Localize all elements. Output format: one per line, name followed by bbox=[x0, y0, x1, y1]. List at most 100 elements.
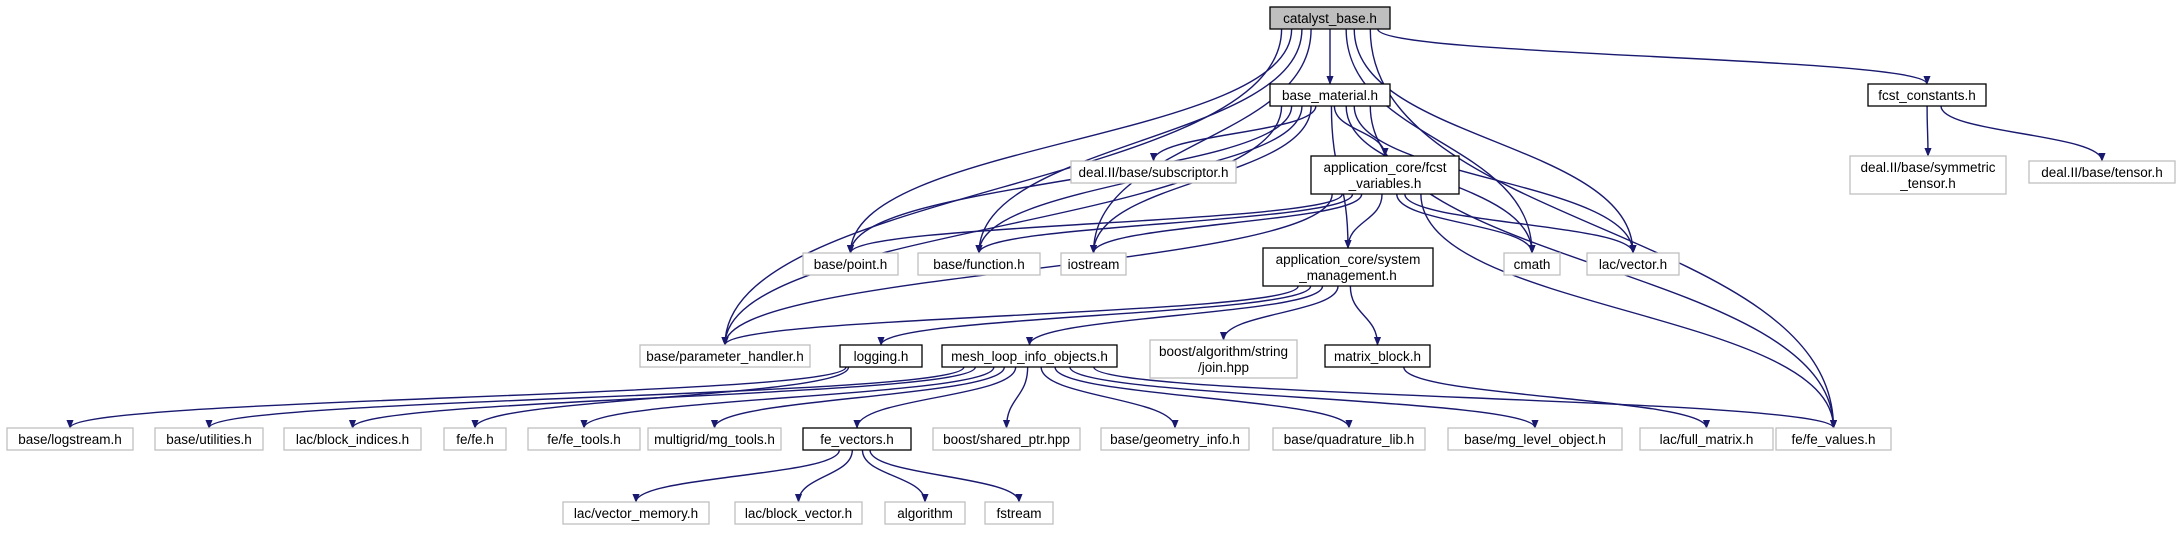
edge-app_system_management-to-mesh_loop_info_objects bbox=[1025, 285, 1324, 346]
node-label: base/logstream.h bbox=[18, 432, 122, 447]
node-box bbox=[802, 427, 912, 451]
edge-arrow bbox=[1025, 285, 1324, 346]
edge-arrow bbox=[846, 28, 1293, 254]
node-box bbox=[1849, 155, 2007, 195]
edge-mesh_loop_info_objects-to-fe_vectors bbox=[853, 366, 1017, 429]
node-label: base/function.h bbox=[933, 257, 1025, 272]
node-box bbox=[154, 427, 264, 451]
node-label: /join.hpp bbox=[1198, 360, 1249, 375]
node-box bbox=[1269, 83, 1391, 107]
edge-catalyst_base-to-fe_fe_values bbox=[1369, 28, 1838, 429]
edge-mesh_loop_info_objects-to-base_utilities bbox=[205, 366, 965, 429]
node-logging[interactable]: logging.h bbox=[839, 344, 923, 368]
node-label: fe/fe_tools.h bbox=[547, 432, 621, 447]
node-label: multigrid/mg_tools.h bbox=[654, 432, 775, 447]
edge-arrow bbox=[205, 366, 965, 429]
edge-app_fcst_variables-to-lac_vector bbox=[1404, 193, 1637, 254]
node-box bbox=[884, 501, 966, 525]
node-box bbox=[6, 427, 134, 451]
edge-mesh_loop_info_objects-to-base_geometry_info bbox=[1040, 366, 1179, 429]
node-lac_vector_memory: lac/vector_memory.h bbox=[562, 501, 710, 525]
node-fe_vectors[interactable]: fe_vectors.h bbox=[802, 427, 912, 451]
node-label: fcst_constants.h bbox=[1878, 88, 1976, 103]
edge-arrow bbox=[1353, 28, 1637, 254]
edge-arrow bbox=[1420, 193, 1838, 429]
edge-app_system_management-to-base_parameter_handler bbox=[721, 285, 1299, 346]
edge-arrow bbox=[1002, 366, 1029, 429]
node-matrix_block[interactable]: matrix_block.h bbox=[1324, 344, 1431, 368]
node-base_material[interactable]: base_material.h bbox=[1269, 83, 1391, 107]
node-label: lac/block_vector.h bbox=[745, 506, 852, 521]
node-iostream: iostream bbox=[1060, 252, 1127, 276]
node-label: base_material.h bbox=[1282, 88, 1378, 103]
node-fe_fe_values: fe/fe_values.h bbox=[1775, 427, 1892, 451]
node-label: boost/algorithm/string bbox=[1159, 344, 1288, 359]
edge-fe_vectors-to-lac_vector_memory bbox=[632, 449, 841, 503]
edge-arrow bbox=[1344, 193, 1383, 249]
node-label: deal.II/base/subscriptor.h bbox=[1078, 165, 1228, 180]
node-label: cmath bbox=[1514, 257, 1551, 272]
node-box bbox=[1639, 427, 1774, 451]
node-box bbox=[2028, 160, 2176, 184]
edge-app_fcst_variables-to-fe_fe_values bbox=[1420, 193, 1838, 429]
node-mesh_loop_info_objects[interactable]: mesh_loop_info_objects.h bbox=[941, 344, 1118, 368]
node-label: fe_vectors.h bbox=[820, 432, 894, 447]
edge-arrow bbox=[721, 285, 1299, 346]
node-box bbox=[1272, 427, 1426, 451]
edge-app_system_management-to-boost_join bbox=[1219, 285, 1339, 341]
edge-arrow bbox=[721, 28, 1283, 346]
edge-app_fcst_variables-to-app_system_management bbox=[1344, 193, 1383, 249]
edge-arrow bbox=[1353, 105, 1637, 254]
node-label: base/mg_level_object.h bbox=[1464, 432, 1606, 447]
edge-mesh_loop_info_objects-to-multigrid_mg_tools bbox=[710, 366, 1005, 429]
edge-arrow bbox=[1403, 366, 1711, 429]
edge-catalyst_base-to-cmath bbox=[1345, 28, 1536, 254]
node-label: deal.II/base/symmetric bbox=[1860, 160, 1995, 175]
node-fcst_constants[interactable]: fcst_constants.h bbox=[1867, 83, 1987, 107]
edge-arrow bbox=[580, 366, 995, 429]
node-cmath: cmath bbox=[1503, 252, 1561, 276]
edge-arrow bbox=[877, 285, 1312, 346]
node-box bbox=[1100, 427, 1250, 451]
node-app_system_management[interactable]: application_core/system_management.h bbox=[1262, 247, 1434, 287]
edge-fe_vectors-to-lac_block_vector bbox=[794, 449, 854, 503]
node-label: base/quadrature_lib.h bbox=[1284, 432, 1415, 447]
node-label: catalyst_base.h bbox=[1283, 11, 1377, 26]
node-box bbox=[639, 344, 811, 368]
node-box bbox=[941, 344, 1118, 368]
edge-catalyst_base-to-base_parameter_handler bbox=[721, 28, 1283, 346]
edge-app_fcst_variables-to-base_function bbox=[975, 193, 1354, 254]
node-label: base/geometry_info.h bbox=[1110, 432, 1240, 447]
node-base_geometry_info: base/geometry_info.h bbox=[1100, 427, 1250, 451]
edge-arrow bbox=[710, 366, 1005, 429]
node-label: logging.h bbox=[854, 349, 909, 364]
node-base_function: base/function.h bbox=[917, 252, 1041, 276]
edge-app_system_management-to-logging bbox=[877, 285, 1312, 346]
node-box bbox=[932, 427, 1081, 451]
edge-arrow bbox=[1377, 28, 1931, 85]
edge-arrow bbox=[66, 366, 847, 429]
edge-arrow bbox=[975, 193, 1354, 254]
node-box bbox=[1775, 427, 1892, 451]
node-box bbox=[283, 427, 422, 451]
edge-arrow bbox=[721, 105, 1283, 346]
node-base_quadrature_lib: base/quadrature_lib.h bbox=[1272, 427, 1426, 451]
edge-arrow bbox=[794, 449, 854, 503]
edge-mesh_loop_info_objects-to-fe_fe_values bbox=[1093, 366, 1837, 429]
node-deal_tensor: deal.II/base/tensor.h bbox=[2028, 160, 2176, 184]
edge-catalyst_base-to-fcst_constants bbox=[1377, 28, 1931, 85]
node-base_point: base/point.h bbox=[802, 252, 899, 276]
node-app_fcst_variables[interactable]: application_core/fcst_variables.h bbox=[1310, 155, 1460, 195]
edge-app_system_management-to-matrix_block bbox=[1349, 285, 1382, 346]
edge-fe_vectors-to-algorithm bbox=[861, 449, 929, 503]
edge-logging-to-base_logstream bbox=[66, 366, 847, 429]
node-box bbox=[1447, 427, 1623, 451]
edge-fe_vectors-to-fstream bbox=[869, 449, 1023, 503]
edge-catalyst_base-to-iostream bbox=[1089, 28, 1312, 254]
edge-catalyst_base-to-lac_vector bbox=[1353, 28, 1637, 254]
edge-arrow bbox=[1396, 193, 1536, 254]
node-label: _management.h bbox=[1298, 268, 1397, 283]
edge-mesh_loop_info_objects-to-base_mg_level_object bbox=[1069, 366, 1539, 429]
node-lac_full_matrix: lac/full_matrix.h bbox=[1639, 427, 1774, 451]
edge-arrow bbox=[1940, 105, 2106, 162]
